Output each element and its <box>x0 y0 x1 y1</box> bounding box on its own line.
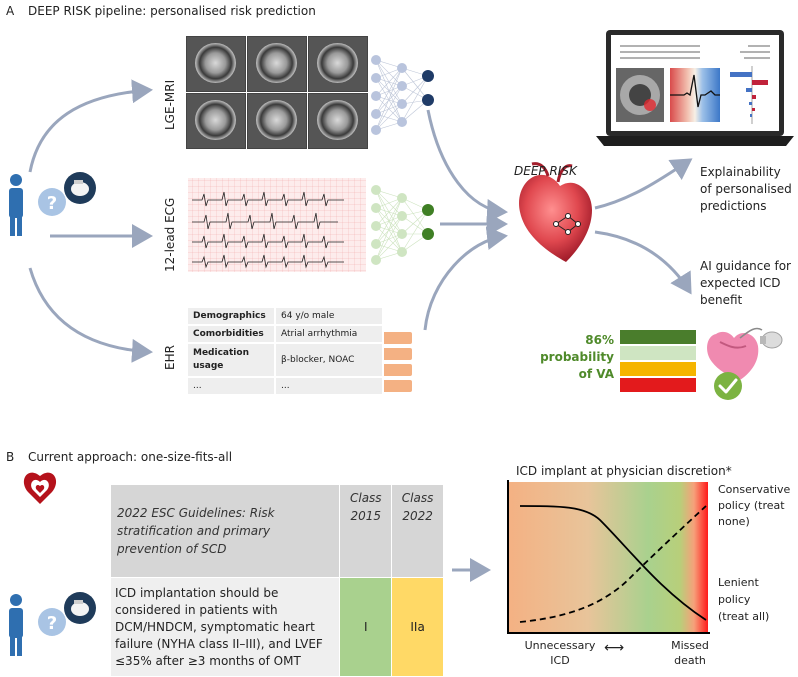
probability-line: probability <box>540 350 614 364</box>
patient-icon <box>9 594 23 656</box>
risk-scale <box>620 330 696 392</box>
explainability-line: Explainability <box>700 165 781 179</box>
x-right-label: Missed death <box>660 638 720 668</box>
ai-guidance-line: benefit <box>700 293 743 307</box>
x-axis-arrow: ⟷ <box>604 640 625 656</box>
deep-risk-heart-icon <box>519 162 592 262</box>
ehr-row: Medication usage β-blocker, NOAC <box>186 342 384 378</box>
ehr-value: Atrial arrhythmia <box>274 324 384 344</box>
explainability-line: predictions <box>700 199 767 213</box>
question-icon: ? <box>38 188 66 216</box>
ehr-row: ... ... <box>186 376 384 396</box>
ehr-key: Medication usage <box>186 342 276 378</box>
recommendation-line: ≤35% after ≥3 months of OMT <box>115 653 301 668</box>
class-2022-line: 2022 <box>402 509 433 523</box>
mri-network <box>371 55 434 135</box>
mri-slice <box>186 93 246 149</box>
lenient-line: Lenient <box>718 576 759 589</box>
discretion-plot <box>507 480 710 634</box>
panel-a-title: DEEP RISK pipeline: personalised risk pr… <box>28 4 316 18</box>
ecg-network <box>371 185 434 265</box>
ehr-value: 64 y/o male <box>274 306 384 326</box>
plot-title: ICD implant at physician discretion* <box>516 464 732 478</box>
esc-guideline-table: 2022 ESC Guidelines: Risk stratification… <box>109 484 444 677</box>
ehr-key: Comorbidities <box>186 324 276 344</box>
recommendation-line: failure (NYHA class II–III), and LVEF <box>115 636 323 651</box>
laptop-icon <box>596 30 794 146</box>
x-left-line: Unnecessary <box>524 639 596 652</box>
ehr-value: ... <box>274 376 384 396</box>
ehr-row: Comorbidities Atrial arrhythmia <box>186 324 384 344</box>
guideline-header-line: stratification and primary <box>117 524 271 538</box>
guideline-body-row: ICD implantation should be considered in… <box>109 577 444 677</box>
recommendation-line: considered in patients with <box>115 602 278 617</box>
guideline-header-row: 2022 ESC Guidelines: Risk stratification… <box>109 484 444 578</box>
x-left-line: ICD <box>550 654 570 667</box>
patient-icon <box>9 174 23 236</box>
lenient-line: (treat all) <box>718 610 770 623</box>
conservative-line: none) <box>718 515 750 528</box>
panel-b-graphics: ? <box>9 472 710 656</box>
mri-slice <box>186 36 246 92</box>
mri-images <box>186 36 368 149</box>
guideline-header-line: prevention of SCD <box>117 542 227 556</box>
lenient-policy-label: Lenient policy (treat all) <box>718 574 769 625</box>
class-2022-value: IIa <box>391 577 444 677</box>
panel-b-title: Current approach: one-size-fits-all <box>28 450 233 464</box>
class-2015-line: 2015 <box>350 509 382 523</box>
guideline-header-line: 2022 ESC Guidelines: Risk <box>117 506 275 520</box>
probability-line: of VA <box>578 367 614 381</box>
class-2015-line: Class <box>349 491 382 505</box>
class-2022-line: Class <box>401 491 434 505</box>
explainability-text: Explainability of personalised predictio… <box>700 164 792 215</box>
x-left-label: Unnecessary ICD <box>520 638 600 668</box>
ehr-row: Demographics 64 y/o male <box>186 306 384 326</box>
ai-guidance-line: expected ICD <box>700 276 781 290</box>
ecg-image <box>188 178 366 272</box>
svg-text:?: ? <box>47 613 57 634</box>
mri-slice <box>308 93 368 149</box>
ai-guidance-line: AI guidance for <box>700 259 791 273</box>
panel-a-graphics: ? <box>9 30 794 400</box>
panel-a-letter: A <box>6 4 15 18</box>
probability-value: 86% <box>585 333 614 347</box>
x-right-line: Missed <box>671 639 709 652</box>
guideline-recommendation: ICD implantation should be considered in… <box>109 577 341 677</box>
mri-slice <box>247 93 307 149</box>
probability-text: 86% probability of VA <box>530 332 614 383</box>
deep-risk-label: DEEP RISK <box>514 164 577 178</box>
question-icon: ? <box>38 608 66 636</box>
class-2015-value: I <box>339 577 393 677</box>
icd-device-icon <box>64 172 96 204</box>
guideline-header: 2022 ESC Guidelines: Risk stratification… <box>109 484 341 578</box>
ehr-key: Demographics <box>186 306 276 326</box>
mri-slice <box>308 36 368 92</box>
x-right-line: death <box>674 654 706 667</box>
conservative-policy-label: Conservative policy (treat none) <box>718 482 790 530</box>
esc-logo-icon <box>23 472 57 504</box>
ehr-value: β-blocker, NOAC <box>274 342 384 378</box>
label-lge-mri: LGE-MRI <box>163 79 177 130</box>
ai-guidance-text: AI guidance for expected ICD benefit <box>700 258 791 309</box>
recommendation-line: DCM/HNDCM, symptomatic heart <box>115 619 315 634</box>
class-2015-header: Class 2015 <box>339 484 393 578</box>
class-2022-header: Class 2022 <box>391 484 444 578</box>
conservative-line: policy (treat <box>718 499 785 512</box>
lenient-line: policy <box>718 593 751 606</box>
label-ehr: EHR <box>163 345 177 370</box>
svg-text:?: ? <box>47 193 57 214</box>
recommendation-line: ICD implantation should be <box>115 585 279 600</box>
ehr-key: ... <box>186 376 276 396</box>
icd-device-icon <box>64 592 96 624</box>
panel-b-letter: B <box>6 450 15 464</box>
mri-slice <box>247 36 307 92</box>
label-12-lead-ecg: 12-lead ECG <box>163 197 177 272</box>
explainability-line: of personalised <box>700 182 792 196</box>
ehr-table: Demographics 64 y/o male Comorbidities A… <box>186 306 384 396</box>
icd-heart-icon <box>707 327 783 400</box>
conservative-line: Conservative <box>718 483 791 496</box>
